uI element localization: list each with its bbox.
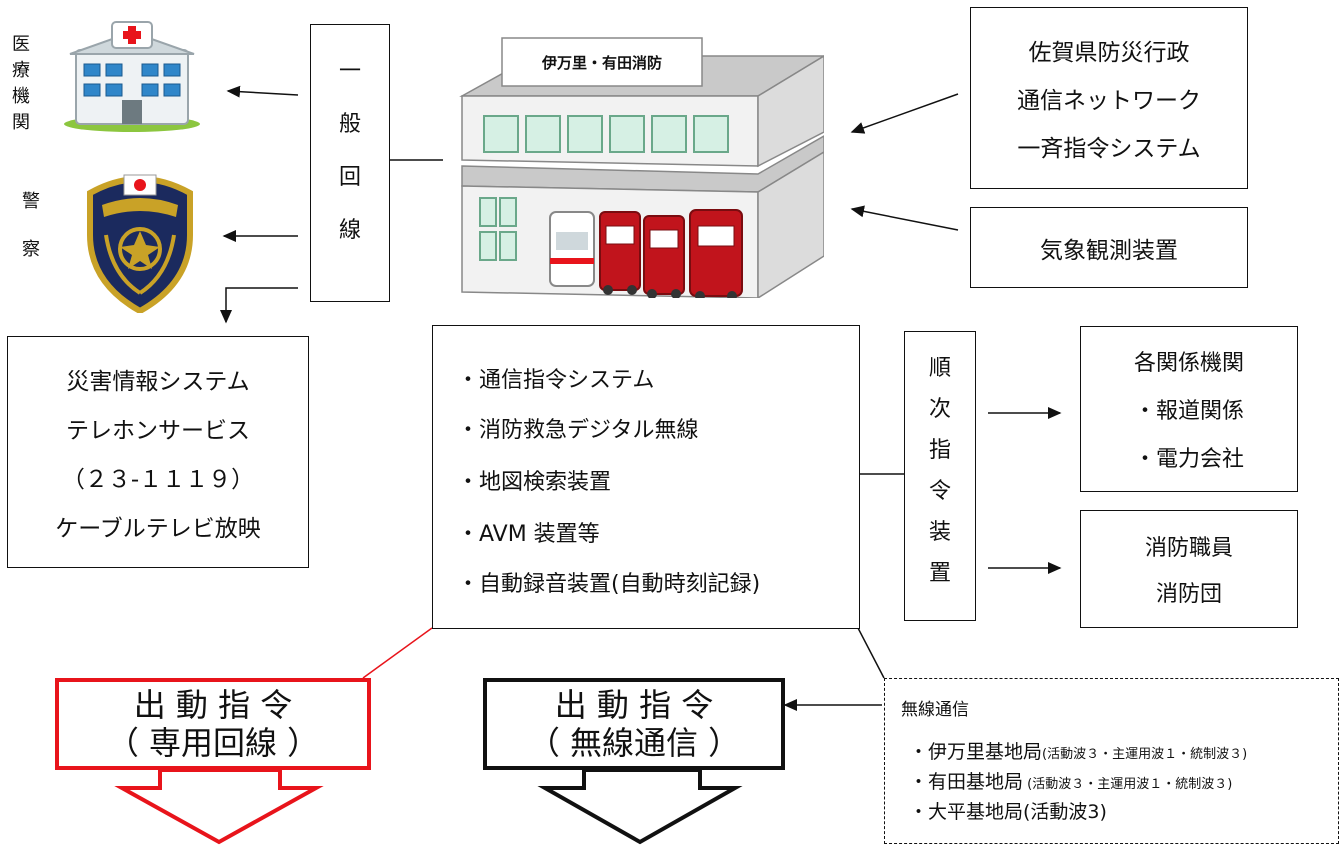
police-badge-icon bbox=[87, 174, 193, 313]
list-item: ・AVM 装置等 bbox=[457, 522, 600, 547]
list-item: ・有田基地局 (活動波３・主運用波１・統制波３) bbox=[909, 771, 1233, 793]
list-item: ・電力会社 bbox=[1133, 447, 1244, 472]
sequential-command-box: 順次指 令装置 bbox=[904, 331, 976, 621]
list-item: ・消防救急デジタル無線 bbox=[457, 418, 699, 443]
dispatch-radio-box: 出 動 指 令 （ 無線通信 ） bbox=[483, 678, 785, 770]
radio-dispatch-arrow bbox=[537, 768, 743, 845]
saga-network-box: 佐賀県防災行政 通信ネットワーク 一斉指令システム bbox=[970, 7, 1248, 189]
hospital-icon bbox=[64, 21, 200, 132]
general-line-box: 一般 回線 bbox=[310, 24, 390, 302]
station-sign: 伊万里・有田消防 bbox=[541, 53, 662, 72]
sequential-label: 順次指 令装置 bbox=[928, 356, 951, 586]
dispatch-dedicated-line-box: 出 動 指 令 （ 専用回線 ） bbox=[55, 678, 371, 770]
label-medical: 医療 機関 bbox=[12, 34, 30, 133]
list-item: ・地図検索装置 bbox=[457, 470, 612, 495]
general-line-label: 一般 回線 bbox=[338, 59, 361, 243]
list-item: ・自動録音装置(自動時刻記録) bbox=[457, 572, 761, 597]
agencies-box: 各関係機関 ・報道関係 ・電力会社 bbox=[1080, 326, 1298, 492]
label-police: 警察 bbox=[22, 191, 40, 260]
list-item: ・大平基地局(活動波3) bbox=[909, 801, 1107, 823]
list-item: ・伊万里基地局(活動波３・主運用波１・統制波３) bbox=[909, 741, 1248, 763]
list-item: ・報道関係 bbox=[1133, 399, 1244, 424]
dedicated-dispatch-arrow bbox=[114, 768, 324, 845]
radio-title: 無線通信 bbox=[901, 700, 969, 720]
disaster-info-box: 災害情報システム テレホンサービス （２３-１１１９） ケーブルテレビ放映 bbox=[7, 336, 309, 568]
list-item: ・通信指令システム bbox=[457, 368, 655, 393]
command-system-box: ・通信指令システム ・消防救急デジタル無線 ・地図検索装置 ・AVM 装置等 ・… bbox=[432, 325, 860, 629]
fire-station-building bbox=[459, 37, 824, 298]
weather-observation-box: 気象観測装置 bbox=[970, 207, 1248, 288]
staff-box: 消防職員 消防団 bbox=[1080, 510, 1298, 628]
radio-communication-box: 無線通信 ・伊万里基地局(活動波３・主運用波１・統制波３) ・有田基地局 (活動… bbox=[884, 678, 1339, 844]
agencies-title: 各関係機関 bbox=[1133, 351, 1244, 376]
